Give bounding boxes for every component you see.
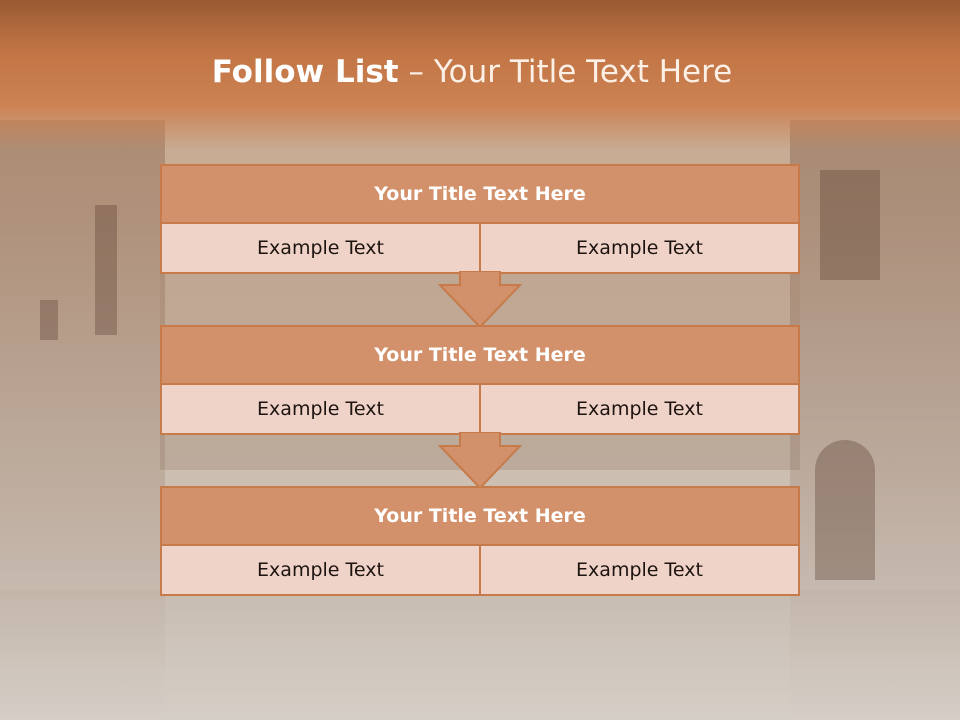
block-cell-left: Example Text <box>257 559 384 581</box>
block-row: Example Text Example Text <box>162 224 798 272</box>
block-title: Your Title Text Here <box>162 327 798 385</box>
block-row: Example Text Example Text <box>162 546 798 594</box>
block-cell-right: Example Text <box>479 385 798 433</box>
window-left <box>95 205 117 335</box>
block-row: Example Text Example Text <box>162 385 798 433</box>
slide-title: Follow List – Your Title Text Here <box>0 54 944 90</box>
block-cell-left: Example Text <box>257 237 384 259</box>
down-arrow-icon <box>438 432 522 490</box>
list-block-1: Your Title Text Here Example Text Exampl… <box>160 164 800 274</box>
window-right <box>820 170 880 280</box>
list-block-2: Your Title Text Here Example Text Exampl… <box>160 325 800 435</box>
list-block-3: Your Title Text Here Example Text Exampl… <box>160 486 800 596</box>
canal-water <box>0 590 960 720</box>
door-right <box>815 440 875 580</box>
title-banner <box>0 0 960 150</box>
slide-title-bold: Follow List <box>211 54 399 90</box>
down-arrow-icon <box>438 271 522 329</box>
block-cell-left: Example Text <box>257 398 384 420</box>
block-cell-right: Example Text <box>479 224 798 272</box>
slide-title-rest: – Your Title Text Here <box>398 54 733 90</box>
block-title: Your Title Text Here <box>162 166 798 224</box>
block-title: Your Title Text Here <box>162 488 798 546</box>
lamp-left <box>40 300 58 340</box>
block-cell-right: Example Text <box>479 546 798 594</box>
